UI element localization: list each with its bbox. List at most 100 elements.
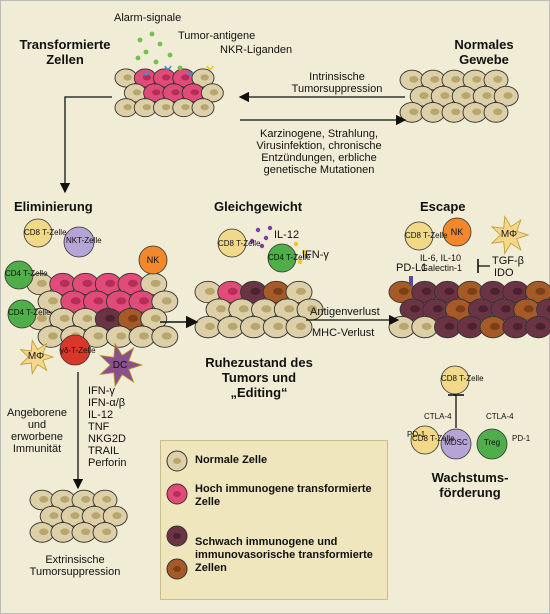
macrophage-esc: [490, 215, 530, 255]
cell-normal: [441, 102, 467, 123]
legend-label-weak: Schwach immunogene und immunovasorische …: [195, 536, 373, 574]
heading-elimination: Eliminierung: [14, 199, 93, 214]
cell-label-cd8-esc: CD8 T-Zelle: [405, 231, 448, 240]
nk-cell-esc: [442, 217, 472, 247]
cell-normal: [92, 489, 118, 511]
cell-normal: [420, 102, 446, 123]
label-ido: IDO: [494, 267, 514, 279]
cell-normal: [251, 298, 278, 321]
cell-normal: [217, 315, 245, 339]
cell-normal: [411, 315, 439, 339]
cytokine-list: IFN-γ IFN-α/β IL-12 TNF NKG2D TRAIL Perf…: [88, 385, 127, 469]
antigen-marker: [186, 71, 194, 76]
cytokine-item: IFN-γ: [88, 385, 115, 397]
cell-weak: [240, 280, 267, 304]
cell-label-mphi-elim: MΦ: [27, 351, 45, 362]
legend-label-high: Hoch immunogene transformierte Zelle: [195, 483, 372, 508]
cell-weak: [434, 280, 461, 304]
cell-weak: [422, 298, 450, 321]
label-galectin: Galectin-1: [421, 263, 463, 273]
cell-normal: [441, 69, 467, 91]
cell-normal: [114, 68, 138, 88]
treg-cell: [476, 428, 508, 460]
cell-normal: [60, 505, 86, 527]
cell-normal: [493, 85, 519, 107]
cell-label-cd8-growth: CD8 T-Zelle: [441, 374, 484, 383]
cell-label-cd8-elim: CD8 T-Zelle: [24, 228, 67, 237]
cd8-cell-suppressed: [410, 425, 440, 455]
label-il6-il10: IL-6, IL-10: [420, 253, 462, 263]
cell-label-nk-elim: NK: [146, 255, 160, 265]
heading-growth: Wachstums-förderung: [431, 470, 509, 500]
cell-immunogenic: [72, 272, 99, 296]
cell-normal: [205, 298, 233, 321]
legend-swatch-weak: [166, 525, 188, 547]
cell-normal: [153, 98, 176, 118]
cell-weak-brown: [525, 280, 550, 304]
label-alarm-signals: Alarm-signale: [114, 12, 182, 24]
cell-weak: [456, 315, 484, 339]
label-innate-adaptive: Angeborene und erworbene Immunität: [7, 407, 67, 455]
cell-immunogenic: [133, 68, 157, 88]
cell-normal: [285, 315, 313, 339]
cell-label-dc: DC: [112, 360, 128, 371]
cd4-cell-elim-2: [7, 299, 37, 329]
cytokine-item: TRAIL: [88, 445, 120, 457]
cytokine-item: IL-12: [88, 409, 114, 421]
cell-normal: [128, 325, 156, 348]
cell-normal: [191, 98, 215, 118]
label-extrinsic: Extrinsische Tumorsuppression: [29, 554, 121, 578]
cell-weak-brown: [513, 298, 541, 321]
label-nkr-ligands: NKR-Liganden: [220, 44, 293, 56]
cell-normal: [399, 102, 425, 123]
cell-weak: [502, 280, 530, 304]
label-tgf-beta: TGF-β: [492, 255, 524, 267]
cell-normal: [50, 522, 76, 543]
antigen-marker: [206, 65, 214, 70]
cell-normal: [151, 290, 179, 313]
cell-normal: [29, 522, 55, 543]
cd8-cell-esc: [404, 221, 434, 251]
cell-normal: [194, 315, 222, 339]
cell-normal: [151, 325, 179, 348]
cell-normal: [92, 522, 118, 543]
heading-transformed: Transformierte Zellen: [19, 37, 111, 67]
cell-normal: [49, 307, 77, 331]
cell-immunogenic: [162, 83, 186, 103]
label-intrinsic: Intrinsische Tumorsuppression: [291, 71, 383, 95]
cd8-cell-eq: [217, 228, 247, 258]
cell-label-cd4-eq: CD4 T-Zelle: [268, 253, 311, 262]
alarm-signal-dots: [135, 31, 183, 71]
label-pd-l1: PD-L1: [396, 262, 428, 274]
cell-normal: [296, 298, 324, 321]
legend-swatch-high: [166, 483, 188, 505]
cell-weak-brown: [262, 280, 290, 304]
cell-weak-brown: [445, 298, 472, 321]
cell-normal: [140, 307, 168, 331]
cell-weak: [490, 298, 518, 321]
nkt-cell: [63, 226, 95, 258]
cell-normal: [105, 325, 133, 348]
cell-normal: [71, 489, 97, 511]
cell-weak: [434, 315, 461, 339]
cell-weak-brown: [479, 315, 507, 339]
cd8-cell-growth: [440, 365, 470, 395]
il12-dots: [249, 225, 273, 249]
label-tumor-antigens: Tumor-antigene: [178, 30, 256, 42]
label-ctla4-left: CTLA-4: [424, 412, 452, 421]
label-causes: Karzinogene, Strahlung, Virusinfektion, …: [256, 128, 382, 176]
cell-normal: [483, 69, 509, 91]
cell-immunogenic: [49, 272, 77, 296]
cell-normal: [483, 102, 509, 123]
cell-normal: [114, 98, 138, 118]
macrophage-elim: [19, 339, 55, 375]
cell-normal: [409, 85, 435, 107]
cell-normal: [102, 505, 128, 527]
cell-normal: [194, 280, 222, 304]
legend-swatch-normal: [166, 450, 188, 472]
cell-immunogenic: [143, 83, 167, 103]
cytokine-item: Perforin: [88, 457, 127, 469]
label-pd1-left: PD-1: [407, 430, 426, 439]
cell-normal: [140, 272, 168, 296]
